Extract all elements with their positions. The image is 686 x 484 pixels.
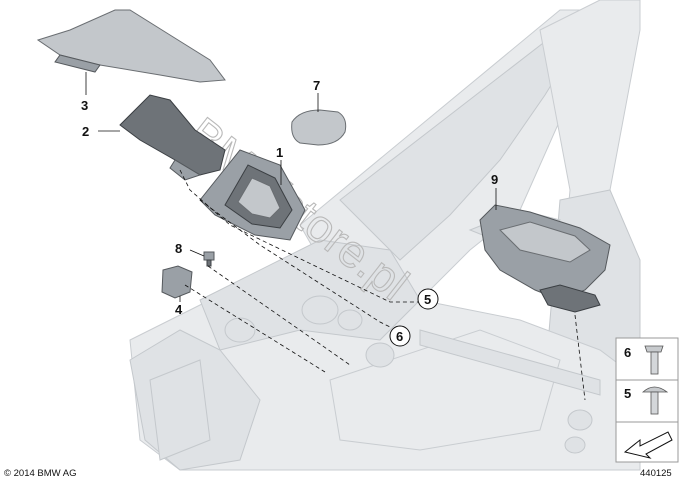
callout-2: 2: [82, 124, 89, 139]
fastener-legend: 6 5: [615, 337, 679, 463]
dash-9: [574, 314, 586, 401]
callout-6: 6: [396, 329, 403, 344]
callout-3: 3: [81, 98, 88, 113]
callout-1: 1: [276, 145, 283, 160]
diagram-number: 440125: [640, 468, 672, 479]
callout-8: 8: [175, 241, 182, 256]
bolt-icon: [644, 345, 664, 375]
dash-8: [207, 265, 351, 366]
copyright: © 2014 BMW AG: [4, 468, 76, 479]
rivet-icon: [641, 386, 669, 415]
legend-item-6: 6: [624, 345, 631, 360]
body-structure: [129, 0, 641, 471]
direction-arrow-icon: [623, 431, 673, 459]
dash-1-6: [199, 199, 393, 329]
part-9-bracket: [479, 204, 611, 313]
callout-9: 9: [491, 172, 498, 187]
callout-5-circle: [417, 288, 439, 310]
legend-item-5: 5: [624, 386, 631, 401]
part-3-shield-shade: [54, 54, 101, 73]
part-2-cover-flap: [169, 159, 202, 181]
callout-6-circle: [389, 325, 411, 347]
part-7-cap: [291, 109, 347, 146]
part-3-shield: [36, 9, 226, 83]
part-2-cover: [119, 94, 226, 176]
part-1-frame: [199, 149, 306, 241]
part-8-screw: [203, 251, 215, 267]
callout-5: 5: [424, 292, 431, 307]
callout-4: 4: [175, 302, 183, 317]
dash-2-1: [179, 169, 418, 303]
leader-8: [189, 249, 205, 257]
callout-7: 7: [313, 78, 320, 93]
part-4-grommet: [161, 265, 193, 299]
